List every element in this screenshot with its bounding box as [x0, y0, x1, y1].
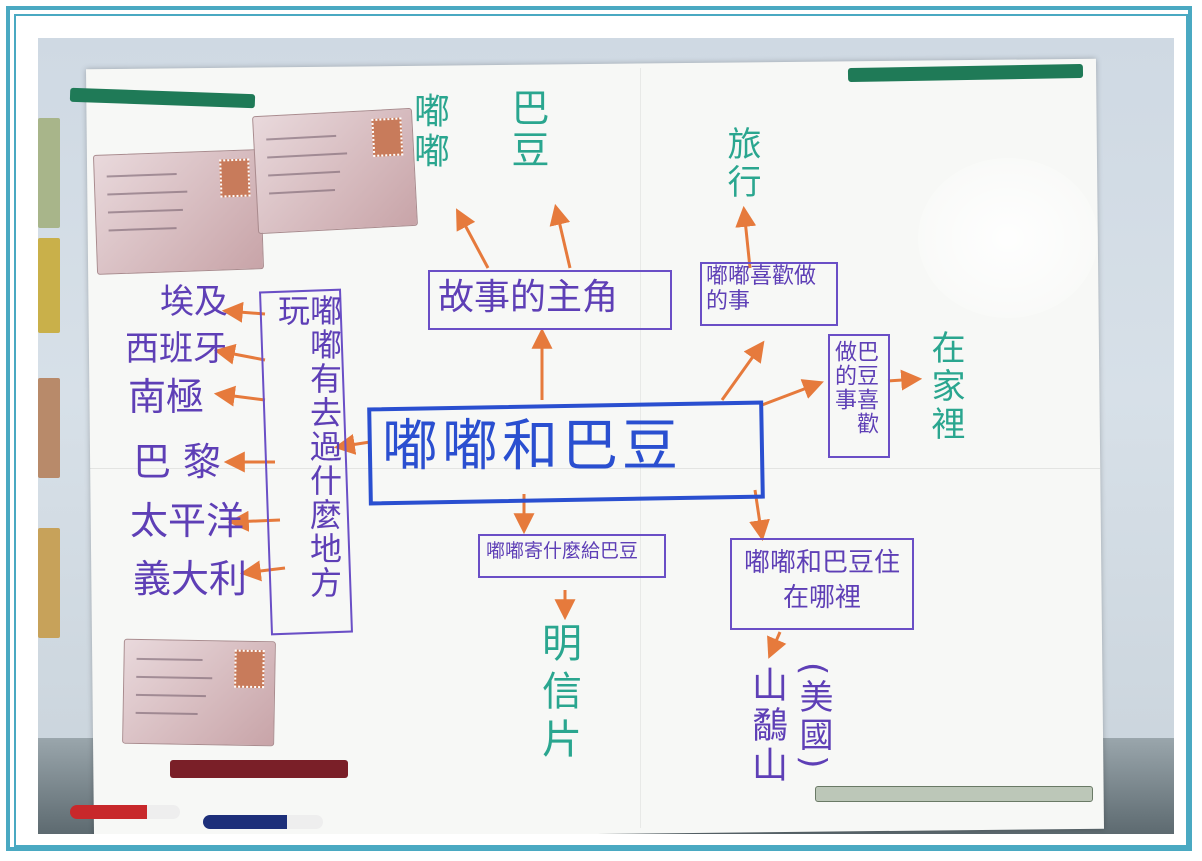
badou-likes-home: 在家裡	[925, 330, 965, 444]
dudu-likes-label: 嘟嘟喜歡做的事	[706, 264, 817, 315]
red-marker	[70, 805, 180, 819]
wall-card	[38, 118, 60, 228]
photo-inner-frame	[14, 14, 1188, 847]
protagonist-dudu: 嘟嘟	[408, 92, 449, 172]
protagonist-label: 故事的主角	[438, 277, 619, 318]
where-live-usa: (美國)	[793, 662, 833, 773]
badou-likes-label: 巴豆喜歡做的事	[831, 340, 878, 436]
poster-fold	[90, 468, 1100, 469]
dudu-likes-box	[700, 262, 838, 326]
where-live-mountain: 山鷸山	[746, 666, 787, 786]
place-antarctica: 南極	[128, 375, 205, 419]
where-live-label: 嘟嘟和巴豆住在哪裡	[743, 548, 900, 614]
dudu-likes-travel: 旅行	[721, 126, 761, 202]
send-what-postcard: 明信片	[535, 622, 581, 766]
postcard	[92, 149, 265, 275]
places-visited-label: 嘟嘟有去過什麼地方玩	[273, 294, 343, 600]
where-live-box	[730, 538, 914, 630]
postcard-stamp	[234, 649, 265, 689]
poster-fold	[640, 68, 641, 828]
grey-ruler	[815, 786, 1093, 802]
postcard	[122, 638, 276, 747]
wall-card	[38, 378, 60, 478]
postcard	[252, 107, 418, 235]
wall-card	[38, 238, 60, 333]
wall-card	[38, 528, 60, 638]
send-what-label: 嘟嘟寄什麼給巴豆	[486, 540, 639, 562]
protagonist-box	[428, 270, 672, 330]
protagonist-badou: 巴豆	[505, 88, 549, 172]
send-what-box	[478, 534, 666, 578]
red-magnet-strip	[170, 760, 348, 778]
place-pacific: 太平洋	[130, 499, 245, 543]
postcard-stamp	[371, 117, 404, 157]
place-italy: 義大利	[133, 557, 248, 601]
place-egypt: 埃及	[160, 282, 228, 322]
badou-likes-box	[828, 334, 890, 458]
center-topic-label: 嘟嘟和巴豆	[382, 414, 682, 479]
light-glare	[918, 158, 1098, 318]
postcard-stamp	[219, 158, 251, 198]
place-paris: 巴黎	[133, 440, 234, 484]
blue-marker	[203, 815, 323, 829]
place-spain: 西班牙	[125, 329, 227, 369]
